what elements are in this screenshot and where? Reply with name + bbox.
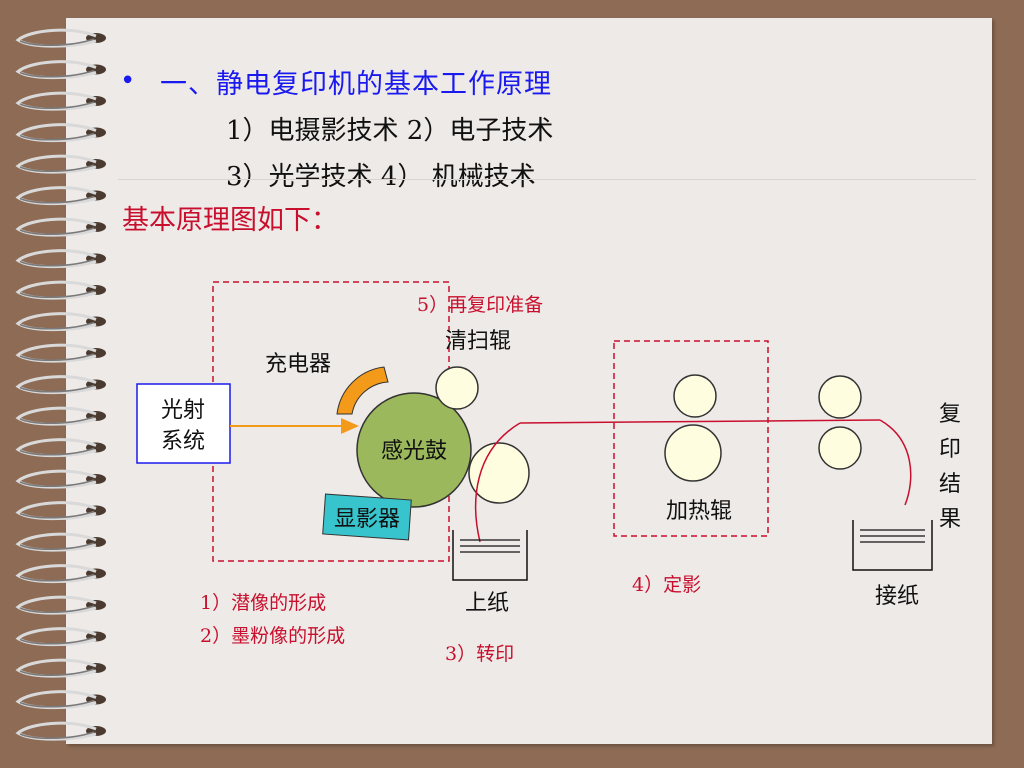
binding-ring <box>15 721 97 741</box>
fixing-zone-box <box>613 340 769 537</box>
binding-ring <box>15 28 97 48</box>
developer-label: 显影器 <box>334 507 400 532</box>
binding-ring <box>15 186 97 206</box>
binding-ring-shade <box>19 573 95 582</box>
binding-ring <box>15 406 97 426</box>
binding-ring <box>15 60 97 80</box>
result-label-3: 结 <box>939 472 961 497</box>
binding-ring-shade <box>19 605 95 614</box>
result-label-4: 果 <box>939 507 961 532</box>
developer-box <box>322 493 412 541</box>
binding-ring-shade <box>19 636 95 645</box>
binding-ring-shade <box>19 731 95 740</box>
binding-ring <box>15 91 97 111</box>
binding-ring <box>15 375 97 395</box>
binding-ring-shade <box>19 321 95 330</box>
binding-ring-shade <box>19 353 95 362</box>
photosensitive-drum <box>356 392 472 508</box>
slide-title: 一、静电复印机的基本工作原理 <box>160 69 552 100</box>
binding-ring-shade <box>19 195 95 204</box>
binding-ring-shade <box>19 69 95 78</box>
binding-ring <box>15 123 97 143</box>
binding-ring <box>15 312 97 332</box>
binding-ring <box>15 564 97 584</box>
binding-ring <box>15 627 97 647</box>
binding-ring <box>15 501 97 521</box>
light-system-box <box>136 383 231 464</box>
binding-ring-shade <box>19 227 95 236</box>
binding-ring <box>15 438 97 458</box>
spiral-binding <box>15 28 106 741</box>
binding-ring-shade <box>19 542 95 551</box>
binding-ring <box>15 595 97 615</box>
binding-ring-shade <box>19 290 95 299</box>
binding-ring-shade <box>19 668 95 677</box>
binding-ring-shade <box>19 479 95 488</box>
light-system-label-1: 光射 <box>161 398 205 423</box>
binding-ring <box>15 249 97 269</box>
paper-path-main <box>519 419 881 424</box>
binding-ring-shade <box>19 101 95 110</box>
heating-roller-top <box>673 374 717 418</box>
step3-label: 3）转印 <box>445 643 514 665</box>
light-system-label-2: 系统 <box>161 429 205 454</box>
binding-ring-shade <box>19 447 95 456</box>
divider-line <box>118 179 976 180</box>
binding-ring-shade <box>19 258 95 267</box>
binding-ring-shade <box>19 164 95 173</box>
binding-ring-shade <box>19 384 95 393</box>
binding-ring-shade <box>19 416 95 425</box>
exit-roller-top <box>818 375 862 419</box>
exit-roller-bottom <box>818 426 862 470</box>
step4-label: 4）定影 <box>632 574 701 596</box>
result-label-2: 印 <box>939 437 961 462</box>
binding-ring <box>15 343 97 363</box>
step1-label: 1）潜像的形成 <box>200 592 326 614</box>
cleaning-roller <box>435 366 479 410</box>
step5-label: 5）再复印准备 <box>417 294 543 316</box>
cleaning-roller-label: 清扫辊 <box>445 329 511 354</box>
heating-roller-label: 加热辊 <box>666 499 732 524</box>
subtopics-line-2: 3）光学技术 4） 机械技术 <box>226 162 536 192</box>
drum-label: 感光鼓 <box>381 439 447 464</box>
paper-feed-label: 上纸 <box>465 591 509 616</box>
heating-roller-bottom <box>664 424 722 482</box>
charger-shape <box>336 366 389 415</box>
paper-feed-tray <box>452 530 528 581</box>
paper-receive-tray <box>852 520 933 571</box>
binding-ring-shade <box>19 132 95 141</box>
transfer-roller <box>468 442 530 504</box>
paper-path-feed <box>475 422 521 543</box>
binding-ring-shade <box>19 38 95 47</box>
binding-ring-shade <box>19 510 95 519</box>
step2-label: 2）墨粉像的形成 <box>200 625 345 647</box>
binding-ring-shade <box>19 699 95 708</box>
result-label-1: 复 <box>939 402 961 427</box>
binding-ring <box>15 217 97 237</box>
binding-ring <box>15 469 97 489</box>
charger-label: 充电器 <box>265 352 331 377</box>
binding-ring <box>15 690 97 710</box>
diagram-heading: 基本原理图如下： <box>122 205 338 236</box>
paper-path-exit <box>879 419 912 506</box>
subtopics-line-1: 1）电摄影技术 2）电子技术 <box>226 116 554 146</box>
binding-ring <box>15 280 97 300</box>
bullet-marker: • <box>120 66 136 96</box>
paper-receive-label: 接纸 <box>875 584 919 609</box>
binding-ring <box>15 532 97 552</box>
binding-ring <box>15 154 97 174</box>
binding-ring <box>15 658 97 678</box>
